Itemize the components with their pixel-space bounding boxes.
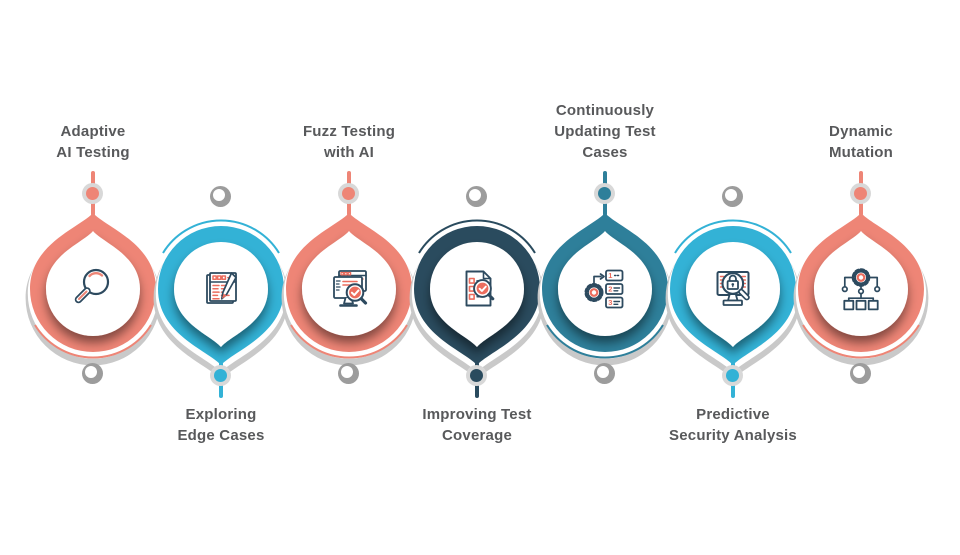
gray-dot — [594, 363, 615, 384]
accent-dot — [210, 365, 231, 386]
accent-dot — [82, 183, 103, 204]
teardrop-shape — [409, 219, 545, 377]
node-predictive-security-analysis: Predictive Security Analysis — [655, 0, 811, 555]
node-fuzz-testing-with-ai: Fuzz Testing with AI — [271, 0, 427, 555]
node-label: Predictive Security Analysis — [669, 406, 797, 444]
accent-dot — [338, 183, 359, 204]
gear-list-icon: 1 2 3 — [584, 269, 624, 309]
gear-tree-icon — [841, 268, 881, 311]
node-label: Fuzz Testing with AI — [302, 123, 396, 161]
gray-dot — [210, 186, 231, 207]
node-label: Exploring Edge Cases — [177, 406, 265, 444]
svg-text:2: 2 — [608, 285, 612, 294]
node-label: Improving Test Coverage — [422, 406, 532, 444]
teardrop-shape: 1 2 3 — [537, 213, 673, 366]
teardrop-shape — [153, 219, 289, 377]
magnifier-icon — [74, 268, 110, 304]
checklist-pencil-icon — [206, 272, 237, 304]
svg-text:1: 1 — [608, 271, 612, 280]
node-dynamic-mutation: Dynamic Mutation — [783, 0, 939, 555]
monitor-check-icon — [333, 270, 368, 307]
node-label: Continuously Updating Test Cases — [554, 102, 656, 161]
document-check-icon — [465, 270, 495, 307]
node-label: Dynamic Mutation — [828, 123, 894, 161]
svg-text:3: 3 — [608, 298, 612, 307]
node-continuously-updating-test-cases: Continuously Updating Test Cases 1 2 3 — [527, 0, 683, 555]
gray-dot — [338, 363, 359, 384]
node-exploring-edge-cases: Exploring Edge Cases — [143, 0, 299, 555]
accent-dot — [850, 183, 871, 204]
node-label: Adaptive AI Testing — [56, 123, 130, 161]
gray-dot — [722, 186, 743, 207]
node-adaptive-ai-testing: Adaptive AI Testing — [15, 0, 171, 555]
monitor-lock-icon — [716, 271, 750, 306]
node-improving-test-coverage: Improving Test Coverage — [399, 0, 555, 555]
gray-dot — [82, 363, 103, 384]
accent-dot — [722, 365, 743, 386]
teardrop-shape — [25, 213, 161, 366]
teardrop-shape — [793, 213, 929, 366]
teardrop-shape — [665, 219, 801, 377]
accent-dot — [466, 365, 487, 386]
gray-dot — [466, 186, 487, 207]
gray-dot — [850, 363, 871, 384]
accent-dot — [594, 183, 615, 204]
teardrop-shape — [281, 213, 417, 366]
